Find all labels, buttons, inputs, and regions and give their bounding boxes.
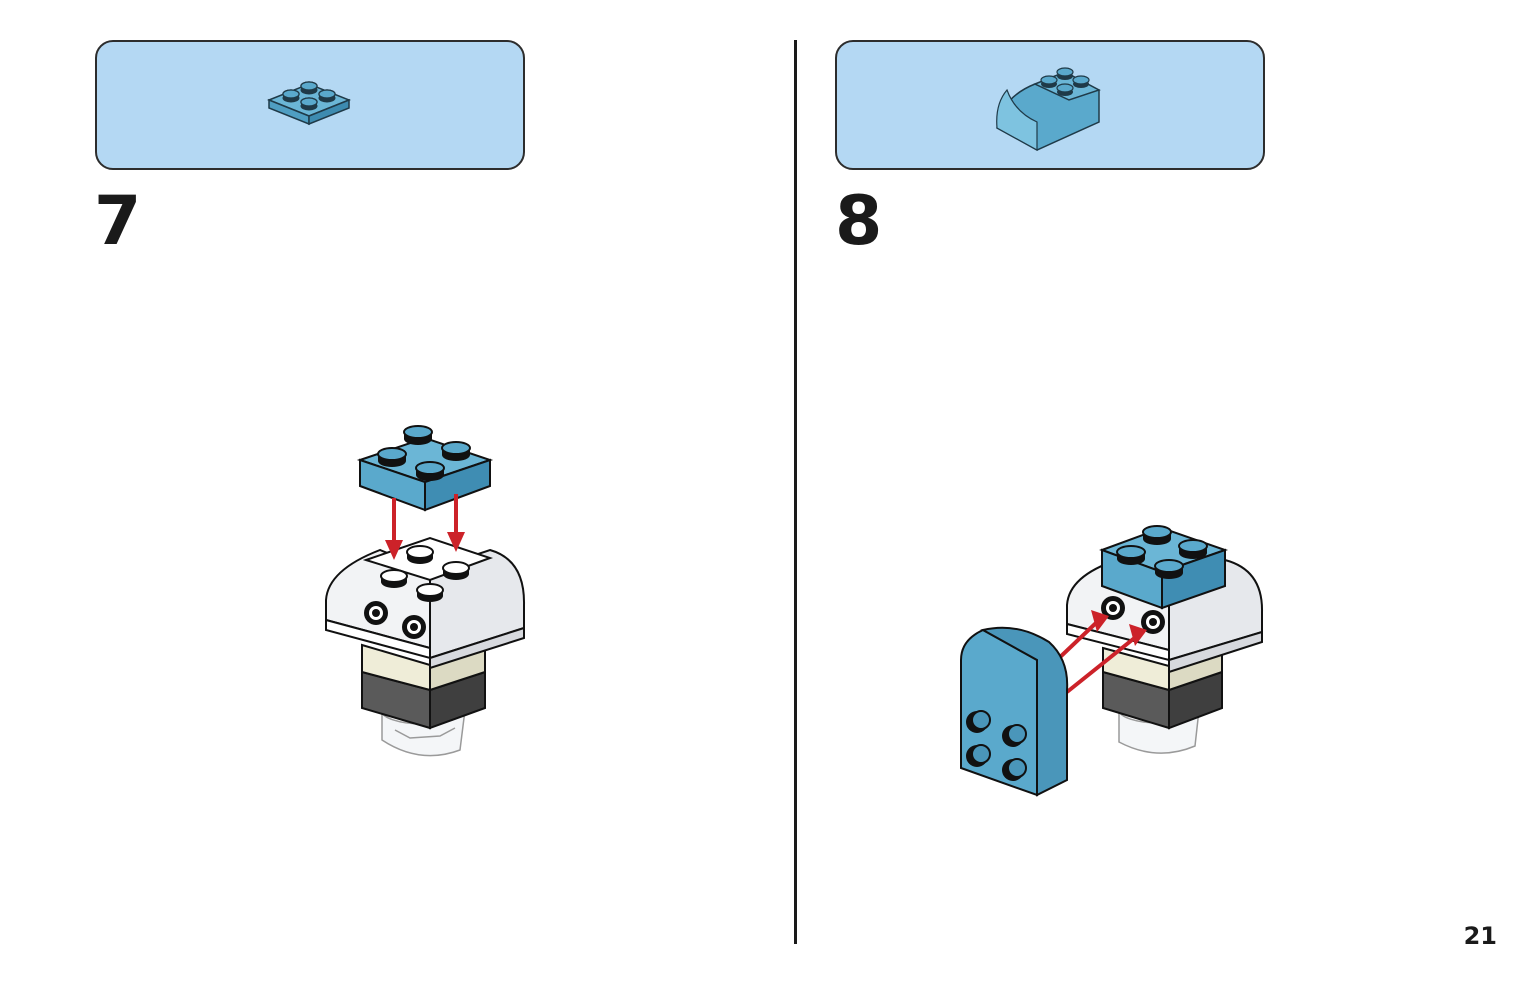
parts-callout-box	[835, 40, 1265, 170]
step-8: 8	[797, 0, 1535, 984]
assembly-arrow	[1055, 610, 1147, 694]
page-divider	[794, 40, 797, 944]
assembly-arrow	[385, 494, 465, 560]
step-7: 7	[94, 40, 526, 757]
blue-plate-studs	[377, 425, 471, 481]
plate-2x2-icon	[266, 81, 352, 126]
head-studs	[380, 545, 470, 602]
eye-studs	[1101, 596, 1165, 634]
step-8-illustration	[960, 525, 1264, 797]
parts-callout-box	[95, 40, 525, 170]
curved-slope-2x2-icon	[996, 67, 1101, 152]
blue-plate-studs	[1116, 525, 1208, 579]
page-number: 21	[1463, 922, 1497, 950]
step-number: 8	[835, 182, 883, 261]
eye-studs	[364, 601, 426, 639]
step-number: 7	[94, 182, 142, 261]
step-7-illustration	[325, 425, 526, 757]
